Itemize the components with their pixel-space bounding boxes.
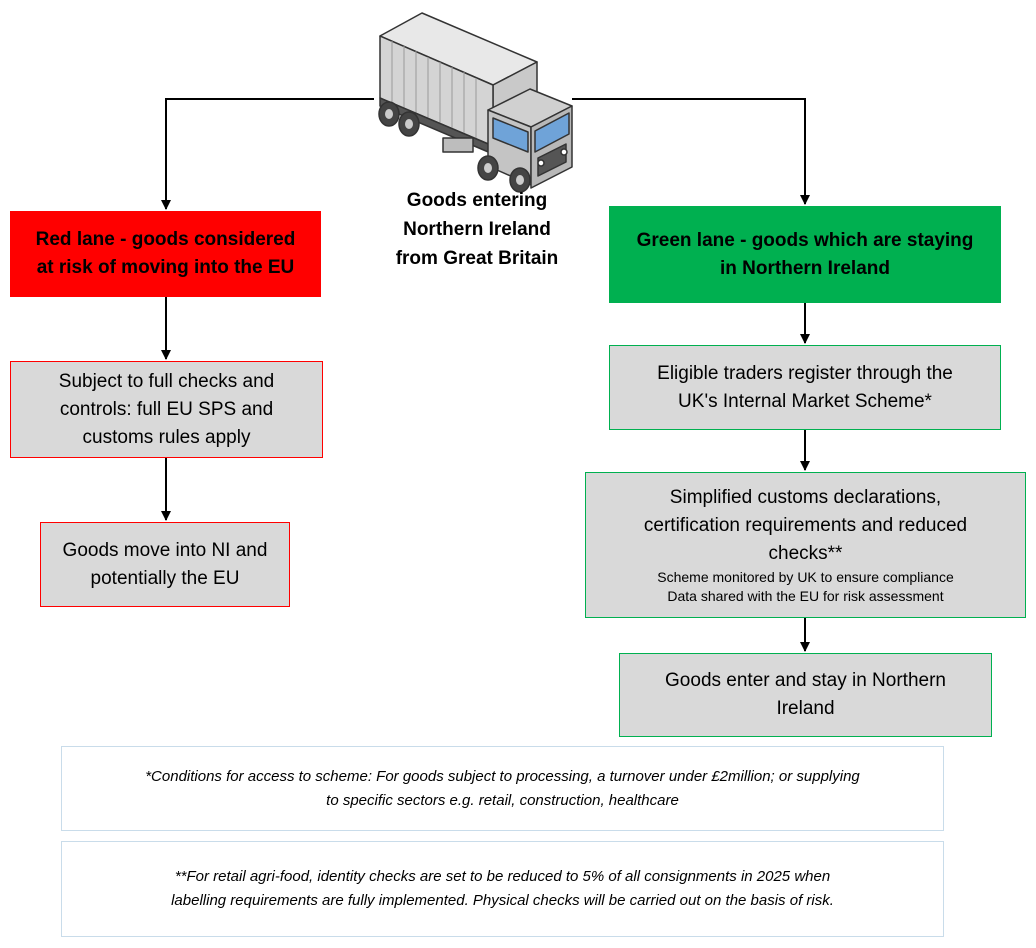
step-text-line: controls: full EU SPS and	[59, 398, 274, 420]
truck-icon	[378, 12, 573, 193]
red-lane-step-destination: Goods move into NI and potentially the E…	[40, 522, 290, 607]
red-lane-title-line: at risk of moving into the EU	[36, 257, 295, 278]
step-text-line: Subject to full checks and	[58, 370, 275, 392]
footnote-line: labelling requirements are fully impleme…	[171, 892, 834, 909]
step-text-line: certification requirements and reduced	[643, 515, 968, 536]
green-lane-heading: Green lane - goods which are staying in …	[609, 206, 1001, 303]
step-text-line: Ireland	[776, 698, 835, 719]
diagram-caption: Goods entering Northern Ireland from Gre…	[370, 186, 584, 273]
footnote-line: *Conditions for access to scheme: For go…	[145, 767, 860, 785]
footnote-scheme-conditions: *Conditions for access to scheme: For go…	[61, 746, 944, 831]
step-note-line: Data shared with the EU for risk assessm…	[667, 588, 944, 604]
red-lane-title-line: Red lane - goods considered	[35, 229, 296, 250]
arrow-to-green-lane	[572, 98, 810, 205]
step-text-line: checks**	[768, 543, 843, 564]
green-lane-title-line: Green lane - goods which are staying	[636, 229, 974, 251]
green-lane-step-simplified: Simplified customs declarations, certifi…	[585, 472, 1026, 618]
footnote-line: **For retail agri-food, identity checks …	[174, 868, 831, 885]
caption-line: Goods entering	[406, 190, 548, 211]
arrow-to-red-lane	[161, 98, 374, 210]
footnote-agrifood-checks: **For retail agri-food, identity checks …	[61, 841, 944, 937]
step-text-line: Simplified customs declarations,	[669, 487, 942, 508]
step-text-line: potentially the EU	[90, 567, 240, 589]
step-text-line: customs rules apply	[82, 426, 251, 448]
caption-line: Northern Ireland	[403, 219, 551, 240]
green-lane-step-register: Eligible traders register through the UK…	[609, 345, 1001, 430]
red-lane-step-checks: Subject to full checks and controls: ful…	[10, 361, 323, 458]
step-text-line: Goods move into NI and	[62, 539, 268, 561]
step-text-line: Eligible traders register through the	[657, 362, 953, 384]
green-lane-title-line: in Northern Ireland	[720, 257, 890, 279]
red-lane-heading: Red lane - goods considered at risk of m…	[10, 211, 321, 297]
caption-line: from Great Britain	[395, 248, 559, 269]
footnote-line: to specific sectors e.g. retail, constru…	[326, 791, 679, 809]
step-note-line: Scheme monitored by UK to ensure complia…	[657, 569, 954, 585]
step-text-line: UK's Internal Market Scheme*	[678, 390, 932, 412]
green-lane-step-stay: Goods enter and stay in Northern Ireland	[619, 653, 992, 737]
step-text-line: Goods enter and stay in Northern	[665, 670, 946, 691]
